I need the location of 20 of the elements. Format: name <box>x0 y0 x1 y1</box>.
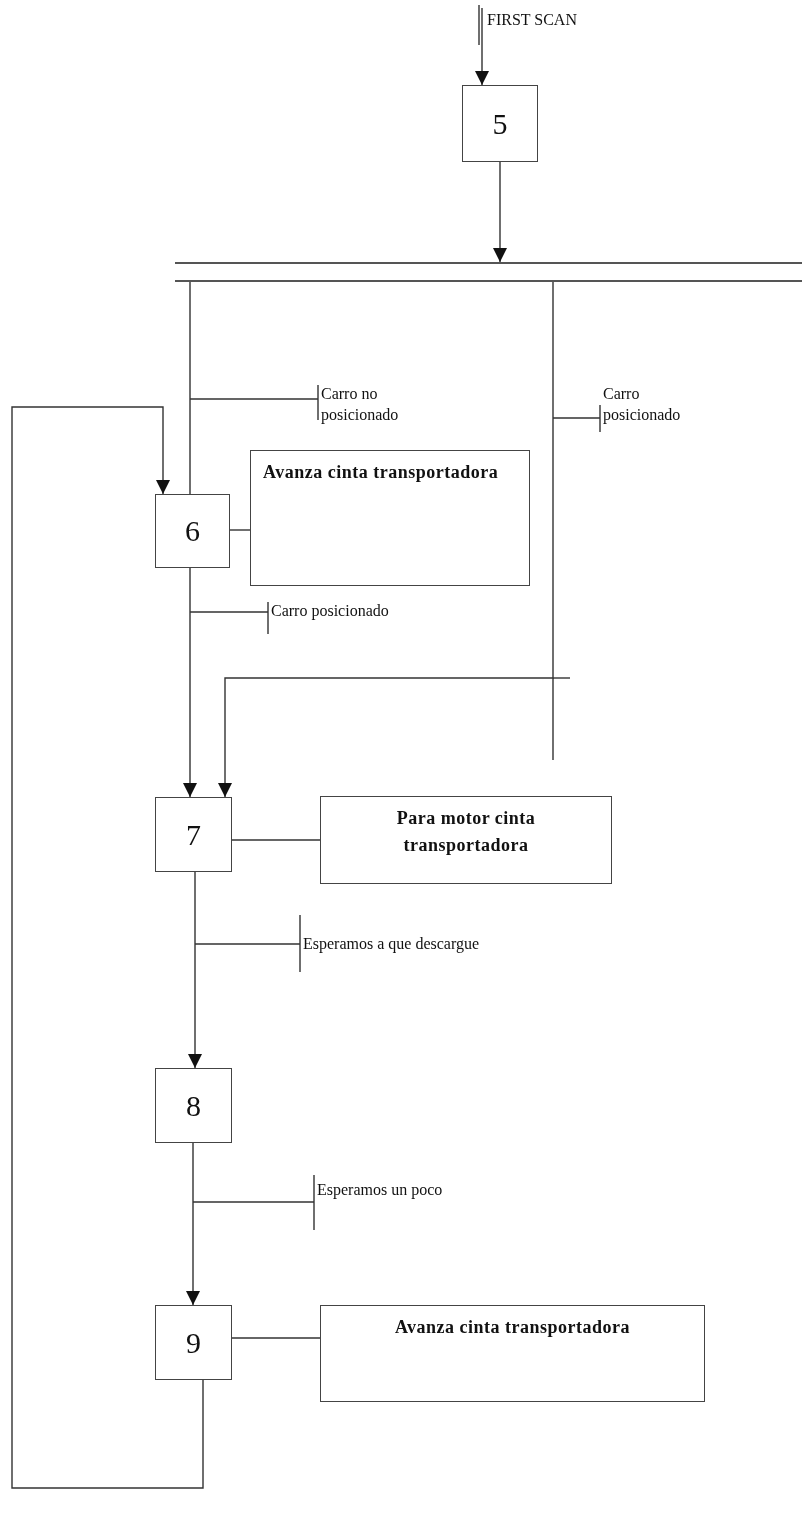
step-box: 8 <box>155 1068 232 1143</box>
arrow <box>183 567 269 798</box>
connector-line <box>189 281 319 495</box>
divergence-bar <box>175 262 802 282</box>
arrow <box>186 1142 315 1306</box>
step-box: 6 <box>155 494 230 568</box>
connector-line <box>231 839 321 841</box>
connector-line <box>231 1337 321 1339</box>
arrow <box>493 161 507 263</box>
step-box: 7 <box>155 797 232 872</box>
arrow <box>218 281 601 798</box>
action-box: Avanza cinta transportadora <box>320 1305 705 1402</box>
step-box: 5 <box>462 85 538 162</box>
arrow <box>475 4 489 86</box>
action-box: Avanza cinta transportadora <box>250 450 530 586</box>
arrow <box>188 871 301 1069</box>
arrow <box>11 406 204 1489</box>
connector-line <box>229 529 251 531</box>
step-box: 9 <box>155 1305 232 1380</box>
action-box: Para motor cinta transportadora <box>320 796 612 884</box>
